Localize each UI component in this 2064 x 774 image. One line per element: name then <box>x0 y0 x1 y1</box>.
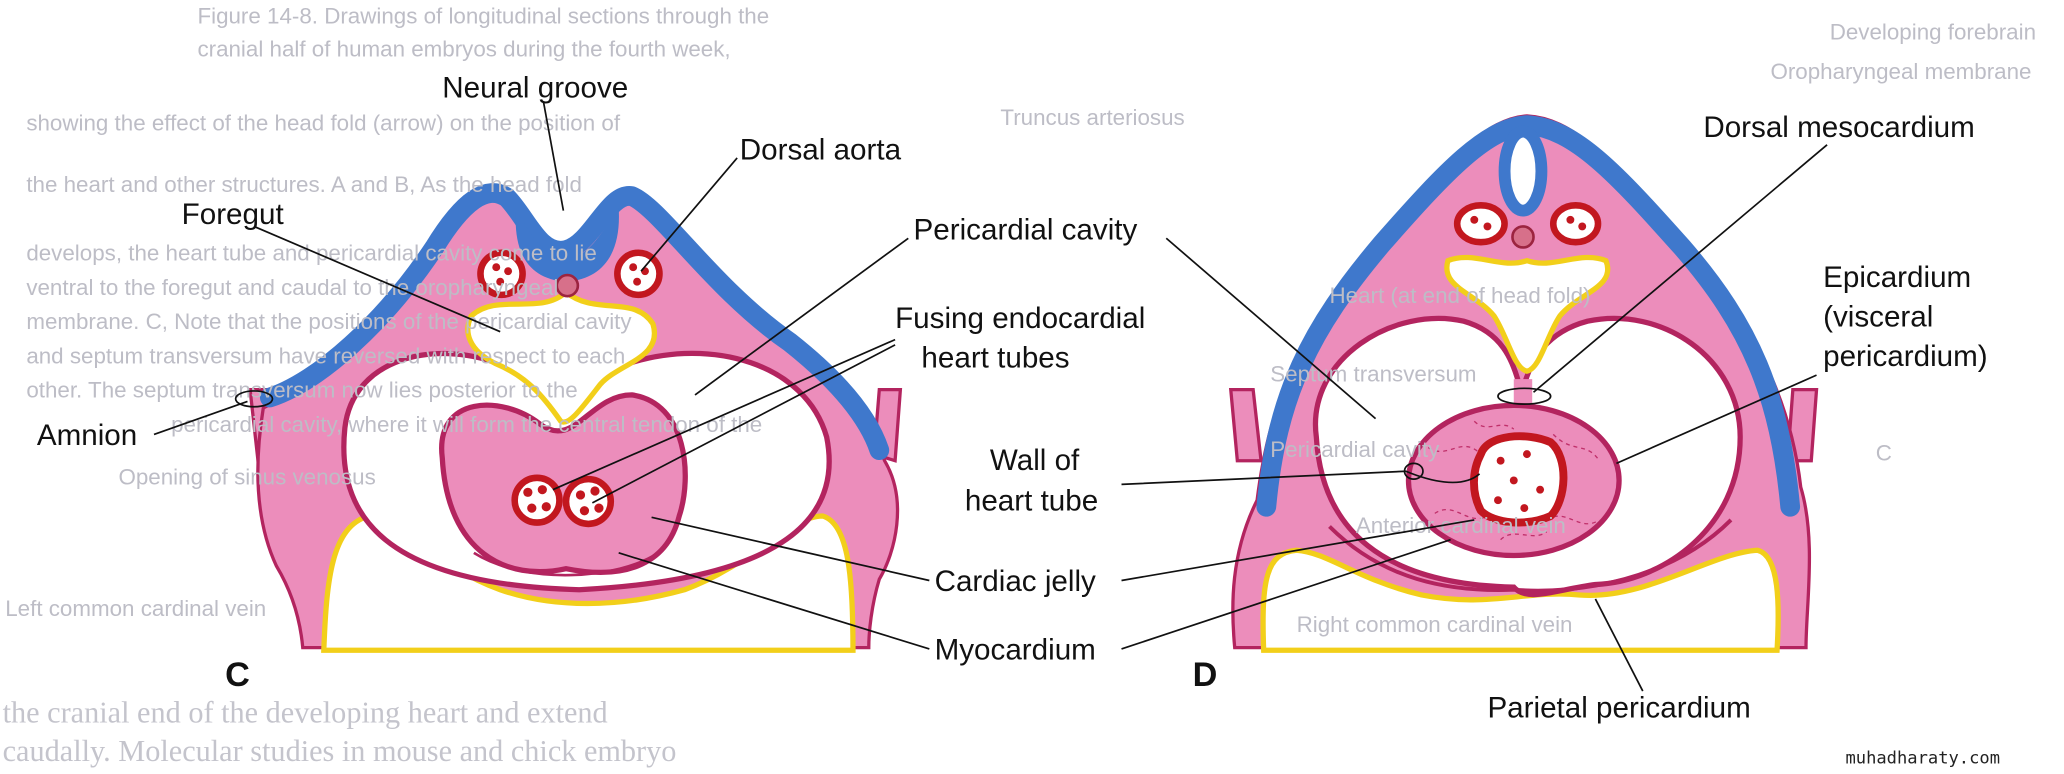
ghost-figure-label: Pericardial cavity <box>1270 437 1440 462</box>
myocardium-line-c <box>473 551 659 577</box>
leader-fusing-tubes-1 <box>552 338 896 491</box>
ghost-figure-label: Septum transversum <box>1270 362 1476 387</box>
leader-myocardium-c <box>618 552 930 650</box>
ectoderm-d <box>1256 115 1801 517</box>
label-dorsal-aorta: Dorsal aorta <box>740 133 902 166</box>
label-fusing-endocardial: Fusing endocardial <box>895 302 1145 335</box>
ghost-caption-line: showing the effect of the head fold (arr… <box>26 110 621 135</box>
leader-foregut <box>253 225 501 333</box>
notochord-d <box>1511 225 1535 249</box>
notochord-c <box>555 273 580 298</box>
background-ghost-text: Figure 14-8. Drawings of longitudinal se… <box>3 4 2036 768</box>
blood-cells-d <box>1494 450 1545 513</box>
panel-letter-c: C <box>225 656 250 694</box>
leader-amnion <box>153 400 248 436</box>
ghost-caption-line: other. The septum transversum now lies p… <box>26 378 577 403</box>
ghost-figure-label: Right common cardinal vein <box>1297 612 1573 637</box>
ghost-caption-line: and septum transversum have reversed wit… <box>26 343 625 368</box>
ghost-caption-line: pericardial cavity, where it will form t… <box>171 412 762 437</box>
neural-plate <box>515 207 619 282</box>
ghost-figure-label: Left common cardinal vein <box>5 596 266 621</box>
label-parietal-pericardium: Parietal pericardium <box>1487 691 1750 724</box>
wall-loop <box>1403 462 1424 480</box>
ghost-figure-label: C <box>1876 441 1892 466</box>
ghost-caption-line: the heart and other structures. A and B,… <box>26 172 582 197</box>
ghost-figure-label: Truncus arteriosus <box>1000 105 1184 130</box>
leader-dorsal-aorta <box>640 157 738 272</box>
ghost-caption-line: develops, the heart tube and pericardial… <box>26 241 597 266</box>
leader-pericardial-cavity-d <box>1165 237 1377 420</box>
leader-fusing-tubes-2 <box>591 344 896 504</box>
leader-pericardial-cavity-c <box>694 237 909 396</box>
label-cardiac-jelly: Cardiac jelly <box>935 565 1096 598</box>
ghost-caption-line: membrane. C, Note that the positions of … <box>26 309 632 334</box>
parietal-pericardium-line <box>1328 518 1733 593</box>
leader-epicardium <box>1616 374 1817 465</box>
ghost-body-line: the cranial end of the developing heart … <box>3 696 608 730</box>
label-epicardium: Epicardium <box>1823 261 1971 294</box>
ghost-figure-label: Developing forebrain <box>1830 19 2036 44</box>
leader-dorsal-mesocardium <box>1532 144 1828 393</box>
label-myocardium: Myocardium <box>935 633 1096 666</box>
leader-cardiac-jelly-d <box>1121 519 1475 582</box>
label-heart-tubes: heart tubes <box>921 341 1069 374</box>
ghost-caption-line: ventral to the foregut and caudal to the… <box>26 275 558 300</box>
leader-lines <box>153 102 1828 692</box>
endocardial-tube-right <box>562 475 615 528</box>
ghost-figure-label: Opening of sinus venosus <box>118 464 375 489</box>
watermark: muhadharaty.com <box>1845 748 2000 768</box>
leader-parietal-pericardium <box>1594 598 1644 692</box>
label-pericardium: pericardium) <box>1823 340 1988 373</box>
neural-tube-d <box>1498 125 1548 217</box>
ghost-caption-line: Figure 14-8. Drawings of longitudinal se… <box>197 4 769 29</box>
ghost-caption-line: cranial half of human embryos during the… <box>197 37 730 62</box>
body-wall-left-d <box>1228 387 1263 463</box>
leader-wall-of-heart-tube <box>1121 470 1481 486</box>
labels: Neural groove Dorsal aorta Foregut Amnio… <box>37 71 2000 768</box>
dorsal-aorta-left-c <box>477 249 526 299</box>
label-neural-groove: Neural groove <box>442 71 628 104</box>
panel-d-drawing <box>1228 114 1819 653</box>
leader-myocardium-d <box>1121 538 1451 650</box>
endocardial-heart-tube-d <box>1470 432 1568 527</box>
yolk-sac-c <box>321 513 856 653</box>
cardiac-jelly-texture <box>1427 420 1600 541</box>
label-pericardial-cavity: Pericardial cavity <box>914 214 1138 247</box>
label-amnion: Amnion <box>37 419 137 452</box>
label-dorsal-mesocardium: Dorsal mesocardium <box>1703 111 1975 144</box>
dorsal-aorta-right-c <box>614 249 663 299</box>
mesocardium-loop <box>1497 387 1552 405</box>
ghost-body-line: caudally. Molecular studies in mouse and… <box>3 734 677 768</box>
endocardial-tube-left <box>511 474 563 526</box>
amnion-loop <box>234 390 274 408</box>
label-visceral: (visceral <box>1823 300 1933 333</box>
leader-cardiac-jelly-c <box>651 516 930 582</box>
ectoderm-c <box>259 183 890 461</box>
ghost-figure-label: Oropharyngeal membrane <box>1770 59 2031 84</box>
panel-letter-d: D <box>1193 656 1218 694</box>
label-foregut: Foregut <box>182 198 285 231</box>
dorsal-aorta-left-d <box>1453 202 1508 246</box>
label-heart-tube: heart tube <box>965 485 1098 518</box>
dorsal-aorta-right-d <box>1549 202 1602 246</box>
foregut-d <box>1444 254 1611 374</box>
label-wall-of: Wall of <box>990 444 1080 477</box>
ghost-figure-label: Heart (at end of head fold) <box>1329 283 1590 308</box>
leader-neural-groove <box>542 102 565 211</box>
